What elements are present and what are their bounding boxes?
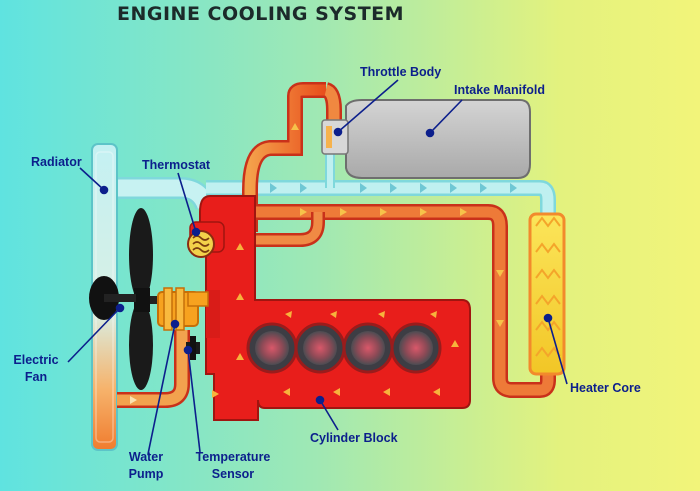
flow-arrows-cool (270, 183, 517, 193)
label-electric-fan: Electric Fan (8, 352, 64, 386)
electric-fan (89, 208, 164, 390)
label-cylinder-block: Cylinder Block (310, 431, 398, 445)
label-electric-fan-line2: Fan (24, 370, 48, 384)
label-water-pump-line2: Pump (128, 467, 164, 481)
heater-core (528, 212, 566, 376)
flow-arrows-block (212, 243, 459, 398)
cylinder-2 (294, 322, 346, 374)
label-electric-fan-line1: Electric (13, 353, 59, 367)
label-throttle-body: Throttle Body (360, 65, 442, 79)
label-water-pump: Water Pump (118, 449, 174, 483)
diagram-title: ENGINE COOLING SYSTEM (117, 3, 405, 25)
hot-supply-pipes (242, 82, 556, 398)
label-radiator: Radiator (31, 155, 82, 169)
flow-arrows-hot (291, 123, 504, 327)
lower-hose (117, 330, 190, 408)
water-pump (157, 287, 209, 331)
thermostat (187, 230, 215, 258)
label-heater-core: Heater Core (570, 381, 641, 395)
pointer-lines (67, 79, 568, 455)
throttle-body (321, 119, 349, 155)
label-water-pump-line1: Water (128, 450, 164, 464)
label-intake-manifold: Intake Manifold (454, 83, 545, 97)
cylinder-4 (390, 322, 442, 374)
label-temperature-sensor: Temperature Sensor (187, 449, 279, 483)
label-thermostat: Thermostat (142, 158, 211, 172)
cylinders (246, 322, 442, 374)
cylinder-3 (342, 322, 394, 374)
label-temperature-sensor-line1: Temperature (195, 450, 271, 464)
label-temperature-sensor-line2: Sensor (211, 467, 255, 481)
cylinder-1 (246, 322, 298, 374)
engine-block (189, 195, 471, 421)
intake-manifold (345, 99, 531, 179)
